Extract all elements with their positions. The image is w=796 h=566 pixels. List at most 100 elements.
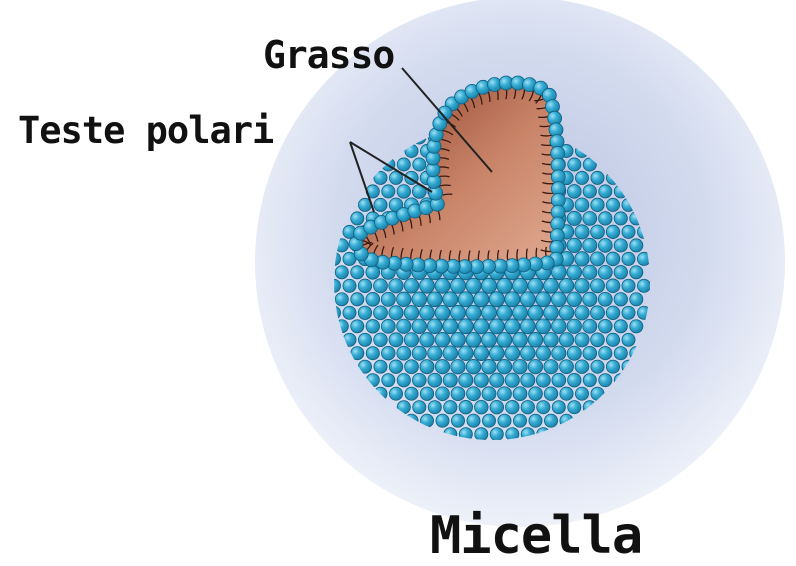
polar-head [474,346,489,361]
polar-head [420,333,435,348]
polar-head [513,387,527,401]
polar-head [466,332,481,347]
polar-head [389,306,403,320]
polar-head [412,292,427,307]
polar-head [560,360,574,374]
polar-head [599,374,612,387]
polar-head [513,332,528,347]
polar-head [428,401,441,414]
polar-head [590,306,604,320]
polar-head [389,387,402,400]
polar-head [521,373,535,387]
polar-head [559,333,573,347]
polar-head [614,293,627,306]
polar-head [412,346,426,360]
polar-head [520,292,535,307]
polar-head [490,400,504,414]
polar-head [567,319,581,333]
polar-head [374,360,387,373]
polar-head [458,319,473,334]
polar-head [591,360,604,373]
polar-head [435,305,450,320]
polar-head [428,373,442,387]
polar-head [490,373,504,387]
polar-head [575,306,589,320]
polar-head [474,319,489,334]
polar-head [606,198,619,211]
polar-head [450,305,465,320]
polar-head [512,278,527,293]
polar-head [405,387,418,400]
polar-head [467,414,480,427]
polar-head [467,387,481,401]
polar-head [630,320,643,333]
polar-head [606,225,619,238]
polar-head [413,158,426,171]
polar-head [450,278,465,293]
polar-head [591,198,604,211]
polar-head [497,332,512,347]
polar-head [389,360,402,373]
polar-head [599,212,612,225]
polar-head [389,279,403,293]
polar-head [335,266,348,279]
polar-head [505,319,520,334]
polar-head [397,185,411,199]
polar-head [374,333,388,347]
polar-head [599,185,612,198]
polar-head [614,239,627,252]
polar-head [536,292,551,307]
polar-head [583,238,597,252]
polar-head [614,347,627,360]
polar-head [606,279,620,293]
polar-head [351,293,364,306]
polar-head [459,400,473,414]
polar-head [536,346,551,361]
polar-head [481,305,496,320]
polar-head [544,333,559,348]
polar-head [459,373,473,387]
polar-head [551,319,566,334]
polar-head [622,252,635,265]
polar-head [482,332,497,347]
polar-head [614,212,627,225]
polar-head [497,359,512,374]
polar-head [358,306,371,319]
polar-head [443,292,458,307]
polar-head [451,414,464,427]
polar-head [537,401,550,414]
polar-head [529,414,542,427]
polar-head [567,265,582,280]
polar-head [412,319,427,334]
polar-head [443,346,458,361]
polar-head [512,305,527,320]
polar-head [451,332,466,347]
polar-head [404,333,418,347]
polar-head [404,278,419,293]
polar-head [637,279,650,292]
polar-head [466,305,481,320]
polar-head [590,252,604,266]
polar-head [498,387,512,401]
polar-head [427,292,442,307]
polar-head [544,278,559,293]
polar-head [397,374,410,387]
polar-head [552,401,565,414]
polar-head [622,225,635,238]
polar-head [405,360,419,374]
polar-head [335,293,348,306]
polar-head [397,319,411,333]
polar-head [583,211,597,225]
polar-head [536,319,551,334]
polar-head [583,319,597,333]
polar-head [374,198,387,211]
polar-head [397,292,411,306]
polar-head [443,373,457,387]
polar-head [482,387,496,401]
polar-head [544,387,558,401]
polar-head [599,347,612,360]
diagram-title: Micella [430,510,642,562]
polar-head [559,305,574,320]
polar-head [551,292,566,307]
